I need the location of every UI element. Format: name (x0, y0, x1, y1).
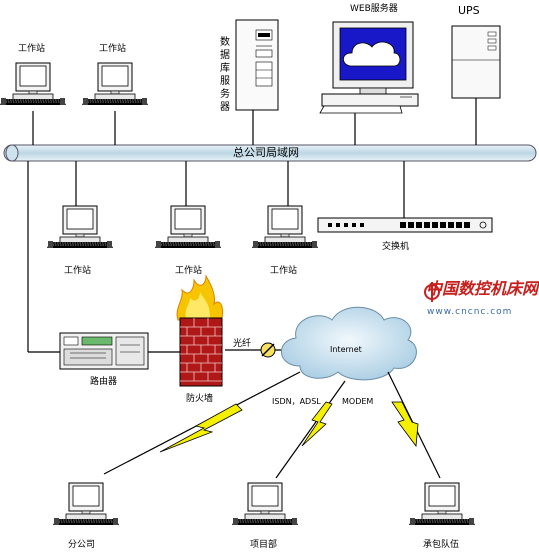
logo-mark (424, 282, 440, 302)
network-switch (317, 217, 493, 233)
label-project-dept: 项目部 (250, 540, 278, 550)
label-isdn-adsl: ISDN，ADSL (272, 397, 321, 406)
workstation-mid-1 (46, 205, 114, 249)
label-contractor: 承包队伍 (423, 540, 460, 550)
router-device (59, 332, 149, 370)
lower-links (27, 161, 405, 353)
internet-cloud (281, 306, 417, 381)
fiber-connector-icon (260, 342, 276, 358)
lan-bus (3, 144, 537, 162)
wan-links (103, 371, 441, 479)
workstation-branch (52, 482, 120, 526)
workstation-contractor (408, 482, 476, 526)
label-ups: UPS (458, 4, 480, 17)
lightning-bolt-2 (301, 401, 333, 447)
logo-url: www.cncnc.com (427, 307, 513, 317)
firewall-device (176, 274, 223, 387)
workstation-top-2 (81, 62, 149, 106)
label-workstation-mid-2: 工作站 (175, 266, 203, 276)
label-database-server: 数据库服务器 (220, 37, 230, 113)
upper-links (32, 98, 477, 145)
ups-device (451, 25, 501, 99)
label-workstation-mid-1: 工作站 (64, 266, 92, 276)
lightning-bolt-1 (159, 403, 243, 453)
workstation-mid-2 (154, 205, 222, 249)
label-branch-office: 分公司 (68, 540, 96, 550)
label-web-server: WEB服务器 (350, 4, 398, 14)
label-fiber: 光纤 (233, 339, 252, 349)
label-workstation-top-2: 工作站 (99, 44, 127, 54)
label-modem: MODEM (342, 397, 374, 406)
workstation-top-1 (0, 62, 67, 106)
web-server (319, 21, 419, 114)
lightning-bolt-3 (391, 401, 419, 448)
label-switch: 交换机 (382, 242, 410, 252)
label-workstation-top-1: 工作站 (18, 44, 46, 54)
workstation-project (231, 482, 299, 526)
label-router: 路由器 (90, 377, 118, 387)
logo-name: 中国数控机床网 (426, 279, 539, 298)
label-lan: 总公司局域网 (233, 146, 299, 159)
workstation-mid-3 (251, 205, 319, 249)
label-firewall: 防火墙 (186, 394, 214, 404)
label-workstation-mid-3: 工作站 (270, 266, 298, 276)
database-server (235, 19, 279, 111)
label-internet: Internet (330, 345, 362, 354)
